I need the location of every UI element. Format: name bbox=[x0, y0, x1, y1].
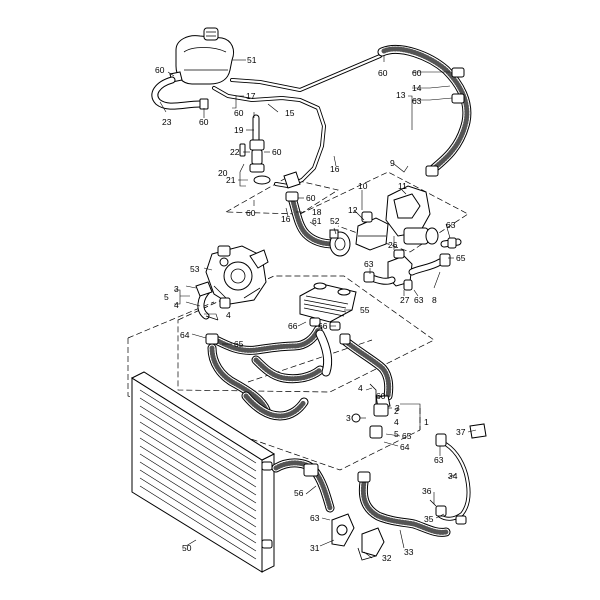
callout-52: 52 bbox=[330, 216, 340, 226]
callout-19: 19 bbox=[234, 125, 244, 135]
callout-11: 11 bbox=[398, 181, 407, 191]
callout-32: 32 bbox=[382, 553, 392, 563]
callout-1: 1 bbox=[424, 417, 429, 427]
expansion-tank bbox=[169, 27, 235, 85]
callout-4: 4 bbox=[358, 383, 363, 393]
callout-60: 60 bbox=[378, 68, 388, 78]
callout-2: 2 bbox=[394, 406, 399, 416]
callout-8: 8 bbox=[432, 295, 437, 305]
callout-5: 5 bbox=[164, 292, 169, 302]
callout-63: 63 bbox=[434, 455, 444, 465]
callout-64: 64 bbox=[400, 442, 410, 452]
callout-65: 65 bbox=[402, 431, 412, 441]
fittings-lower-mid bbox=[351, 383, 391, 439]
callout-23: 23 bbox=[162, 117, 172, 127]
callout-34: 34 bbox=[448, 471, 458, 481]
callout-37: 37 bbox=[456, 427, 466, 437]
callout-60: 60 bbox=[412, 68, 422, 78]
valve-10 bbox=[355, 211, 389, 251]
callout-10: 10 bbox=[358, 181, 368, 191]
outline-upper-left bbox=[224, 177, 339, 215]
callout-18: 18 bbox=[312, 207, 322, 217]
callout-3: 3 bbox=[395, 403, 400, 413]
callout-56: 56 bbox=[294, 488, 304, 498]
callout-5: 5 bbox=[394, 429, 399, 439]
callout-15: 15 bbox=[285, 108, 295, 118]
callout-33: 33 bbox=[404, 547, 414, 557]
hose-13 bbox=[377, 44, 472, 177]
callout-60: 60 bbox=[272, 147, 282, 157]
housing-11 bbox=[385, 185, 439, 245]
radiator-fins bbox=[139, 389, 257, 560]
callout-60: 60 bbox=[234, 108, 244, 118]
hose-33 bbox=[357, 471, 451, 561]
pump-52 bbox=[329, 229, 351, 257]
callout-53: 53 bbox=[190, 264, 200, 274]
callout-31: 31 bbox=[310, 543, 320, 553]
callout-4: 4 bbox=[174, 300, 179, 310]
callout-65: 65 bbox=[234, 339, 244, 349]
callout-50: 50 bbox=[182, 543, 192, 553]
callout-60: 60 bbox=[246, 208, 256, 218]
bleed-fitting bbox=[239, 114, 271, 185]
callout-55: 55 bbox=[360, 305, 370, 315]
callouts: 51 60 23 60 17 15 60 19 22 60 21 20 16 6… bbox=[155, 55, 466, 563]
callout-14: 14 bbox=[412, 83, 422, 93]
callout-51: 51 bbox=[247, 55, 257, 65]
outline-lower bbox=[127, 338, 421, 471]
callout-17: 17 bbox=[246, 91, 256, 101]
pipe-34 bbox=[429, 423, 487, 525]
hoses-middle bbox=[205, 325, 394, 421]
callout-66: 66 bbox=[318, 321, 328, 331]
callout-16: 16 bbox=[281, 214, 291, 224]
callout-36: 36 bbox=[422, 486, 432, 496]
callout-22: 22 bbox=[230, 147, 240, 157]
callout-26: 26 bbox=[388, 240, 398, 250]
callout-3: 3 bbox=[346, 413, 351, 423]
callout-60: 60 bbox=[199, 117, 209, 127]
radiator-50 bbox=[130, 371, 276, 573]
water-pump-53 bbox=[205, 245, 269, 309]
callout-4: 4 bbox=[394, 417, 399, 427]
callout-63: 63 bbox=[364, 259, 374, 269]
callout-66: 66 bbox=[288, 321, 298, 331]
pipe-15 bbox=[212, 54, 382, 189]
callout-4: 4 bbox=[226, 310, 231, 320]
callout-60: 60 bbox=[306, 193, 316, 203]
callout-12: 12 bbox=[348, 205, 358, 215]
callout-27: 27 bbox=[400, 295, 410, 305]
leader-lines bbox=[159, 56, 477, 559]
callout-13: 13 bbox=[396, 90, 406, 100]
hose-18 bbox=[285, 191, 339, 249]
callout-65: 65 bbox=[456, 253, 466, 263]
outline-cooler-group bbox=[177, 275, 435, 393]
callout-35: 35 bbox=[424, 514, 434, 524]
callout-21: 21 bbox=[226, 175, 236, 185]
callout-63: 63 bbox=[310, 513, 320, 523]
callout-9: 9 bbox=[390, 158, 395, 168]
callout-61: 61 bbox=[312, 216, 322, 226]
callout-60: 60 bbox=[155, 65, 165, 75]
callout-3: 3 bbox=[174, 284, 179, 294]
oil-cooler-55 bbox=[299, 282, 357, 331]
callout-16: 16 bbox=[330, 164, 340, 174]
pump-outlet bbox=[195, 281, 219, 321]
callout-63: 63 bbox=[414, 295, 424, 305]
callout-20: 20 bbox=[218, 168, 228, 178]
valve-26 bbox=[363, 237, 462, 291]
callout-60: 60 bbox=[376, 391, 386, 401]
callout-64: 64 bbox=[180, 330, 190, 340]
callout-63: 63 bbox=[412, 96, 422, 106]
hose-56 bbox=[271, 458, 355, 547]
callout-63: 63 bbox=[446, 220, 456, 230]
